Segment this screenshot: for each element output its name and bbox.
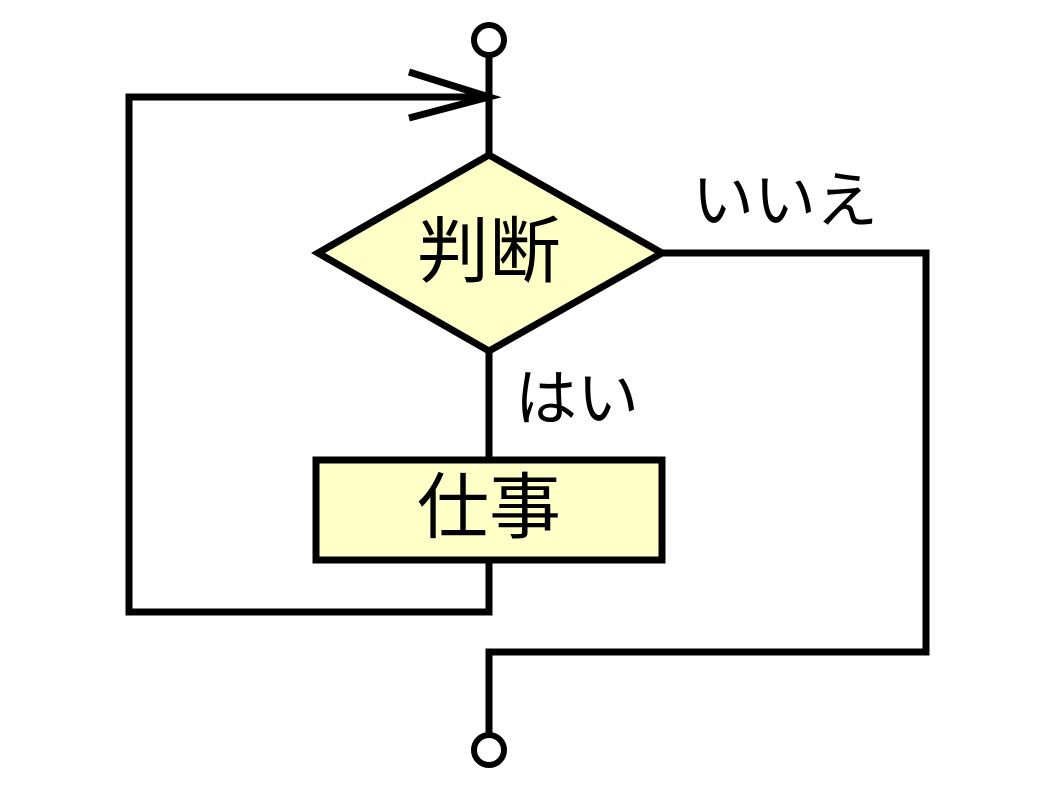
yes-label: はい: [515, 362, 639, 435]
process-node: [312, 456, 666, 564]
no-label: いいえ: [692, 164, 878, 237]
process-label: 仕事: [417, 466, 561, 550]
loop-arrow-head: [407, 68, 502, 122]
decision-label: 判断: [417, 210, 561, 294]
loop-back-line: [125, 93, 493, 616]
no-branch-line: [485, 249, 930, 735]
end-terminal: [471, 732, 507, 768]
start-terminal: [471, 22, 507, 58]
